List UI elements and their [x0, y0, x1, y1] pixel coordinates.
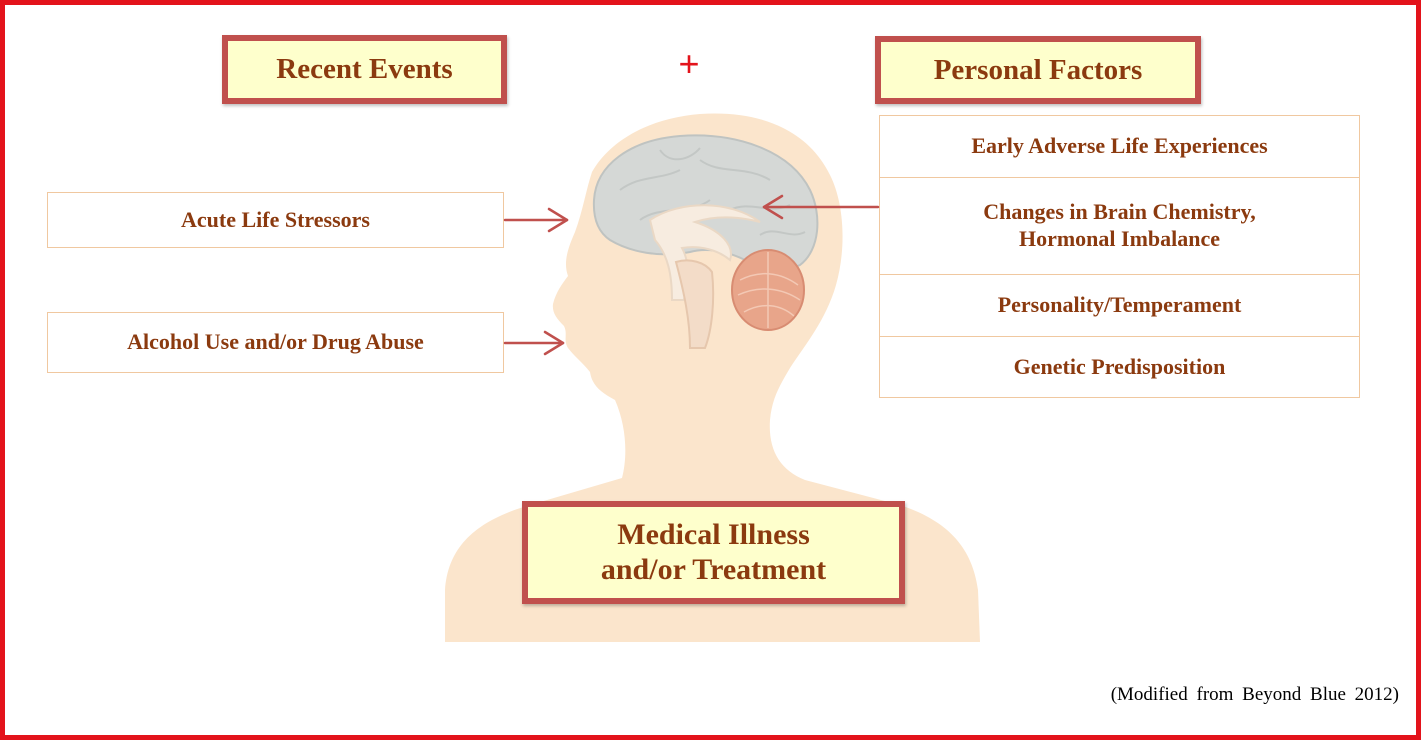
factor-personality-temperament: Personality/Temperament: [879, 274, 1360, 336]
factor-genetic-predisposition: Genetic Predisposition: [879, 336, 1360, 398]
plus-sign: +: [669, 46, 709, 82]
source-citation: (Modified from Beyond Blue 2012): [1111, 684, 1399, 706]
recent-events-header-label: Recent Events: [276, 53, 452, 86]
factor-label-line1: Changes in Brain Chemistry,: [983, 199, 1256, 226]
acute-life-stressors-box: Acute Life Stressors: [47, 192, 504, 248]
medical-illness-line1: Medical Illness: [617, 518, 810, 553]
personal-factors-header: Personal Factors: [875, 36, 1201, 104]
factor-label: Early Adverse Life Experiences: [971, 133, 1267, 160]
recent-events-header: Recent Events: [222, 35, 507, 104]
factor-brain-chemistry: Changes in Brain Chemistry, Hormonal Imb…: [879, 177, 1360, 274]
alcohol-drug-abuse-label: Alcohol Use and/or Drug Abuse: [127, 329, 424, 356]
acute-life-stressors-label: Acute Life Stressors: [181, 207, 370, 234]
factor-label-line2: Hormonal Imbalance: [1019, 226, 1220, 253]
alcohol-drug-abuse-box: Alcohol Use and/or Drug Abuse: [47, 312, 504, 373]
factor-early-adverse-experiences: Early Adverse Life Experiences: [879, 115, 1360, 177]
medical-illness-line2: and/or Treatment: [601, 553, 826, 588]
factor-label: Personality/Temperament: [998, 292, 1242, 319]
medical-illness-box: Medical Illness and/or Treatment: [522, 501, 905, 604]
personal-factors-header-label: Personal Factors: [934, 54, 1143, 87]
factor-label: Genetic Predisposition: [1014, 354, 1226, 381]
